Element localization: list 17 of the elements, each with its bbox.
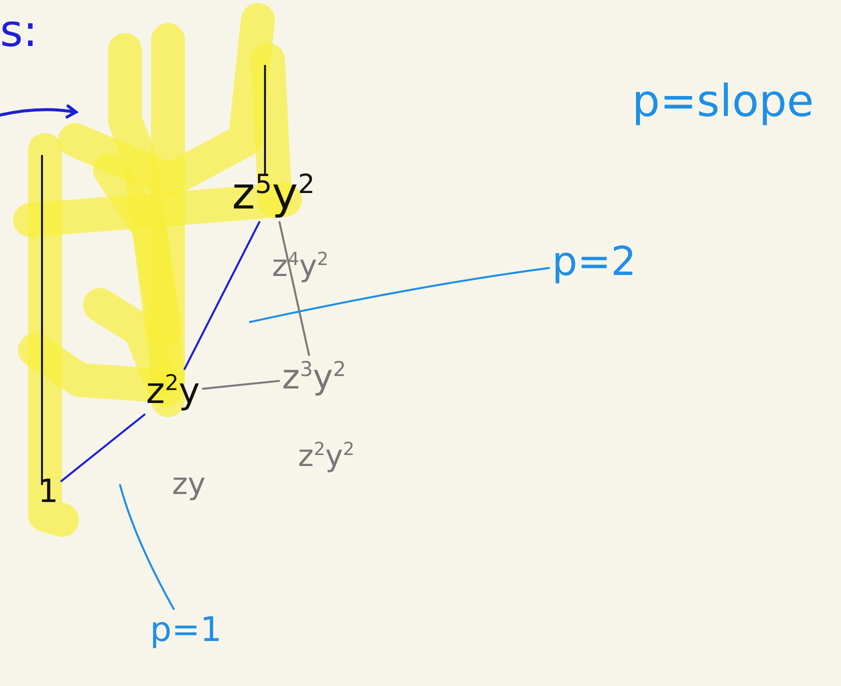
leader-line <box>249 266 550 323</box>
leader-line <box>119 484 175 610</box>
note-text: s: <box>0 8 38 56</box>
term-label: z$^{5}$y$^{2}$ <box>232 170 315 220</box>
connector-line <box>202 380 280 390</box>
note-text: p=slope <box>632 78 814 126</box>
term-label: z$^{2}$y <box>146 372 200 412</box>
connector-line <box>60 414 146 482</box>
term-label: p=1 <box>150 612 222 650</box>
connector-line <box>278 221 310 356</box>
note-text: zy <box>172 468 206 501</box>
note-text: z$^{2}$y$^{2}$ <box>298 440 354 473</box>
term-label: z$^{3}$y$^{2}$ <box>282 358 346 397</box>
connector-line <box>184 221 260 370</box>
term-label: p=2 <box>552 240 636 284</box>
term-label: 1 <box>38 474 58 510</box>
note-text: z$^{4}$y$^{2}$ <box>272 250 328 283</box>
